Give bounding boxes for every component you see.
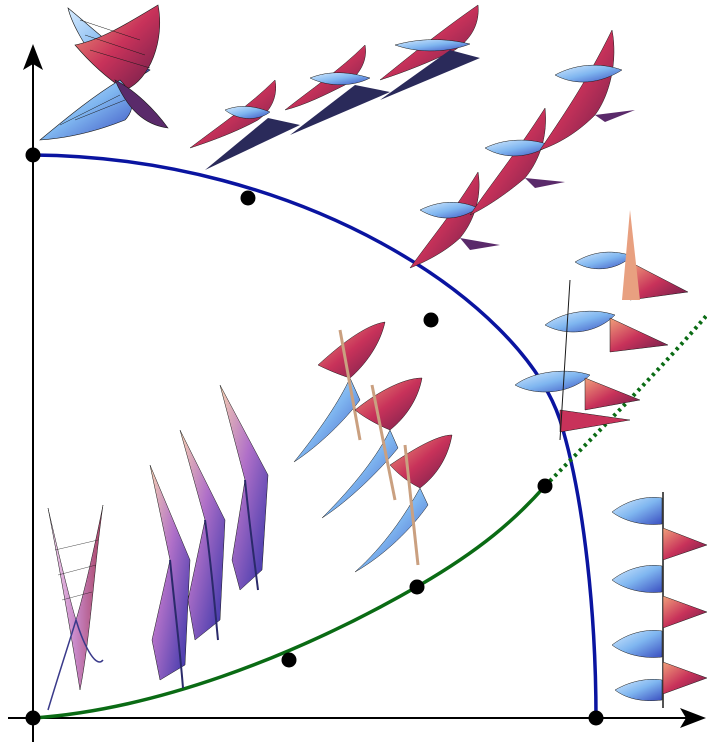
- y-axis-arrow-icon: [23, 44, 43, 70]
- point-y-intercept: [25, 147, 41, 163]
- point-x-intercept: [588, 710, 604, 726]
- green-curve: [32, 484, 547, 720]
- surface-lower-left-single: [47, 504, 104, 711]
- point-arc-2: [423, 312, 439, 328]
- point-origin: [25, 710, 41, 726]
- surface-upper-right-stack: [409, 29, 635, 269]
- surface-top-left: [39, 4, 169, 141]
- surface-lower-left-stack: [149, 384, 269, 689]
- points: [25, 147, 604, 726]
- x-axis-arrow-icon: [680, 708, 706, 728]
- surface-right-stack: [514, 210, 689, 441]
- point-arc-1: [240, 190, 256, 206]
- surface-far-right-stack: [611, 492, 707, 708]
- point-curve-1: [281, 652, 297, 668]
- surface-center-stack: [293, 321, 453, 573]
- surface-top-stack: [189, 4, 480, 170]
- point-intersection: [537, 478, 553, 494]
- point-curve-2: [409, 579, 425, 595]
